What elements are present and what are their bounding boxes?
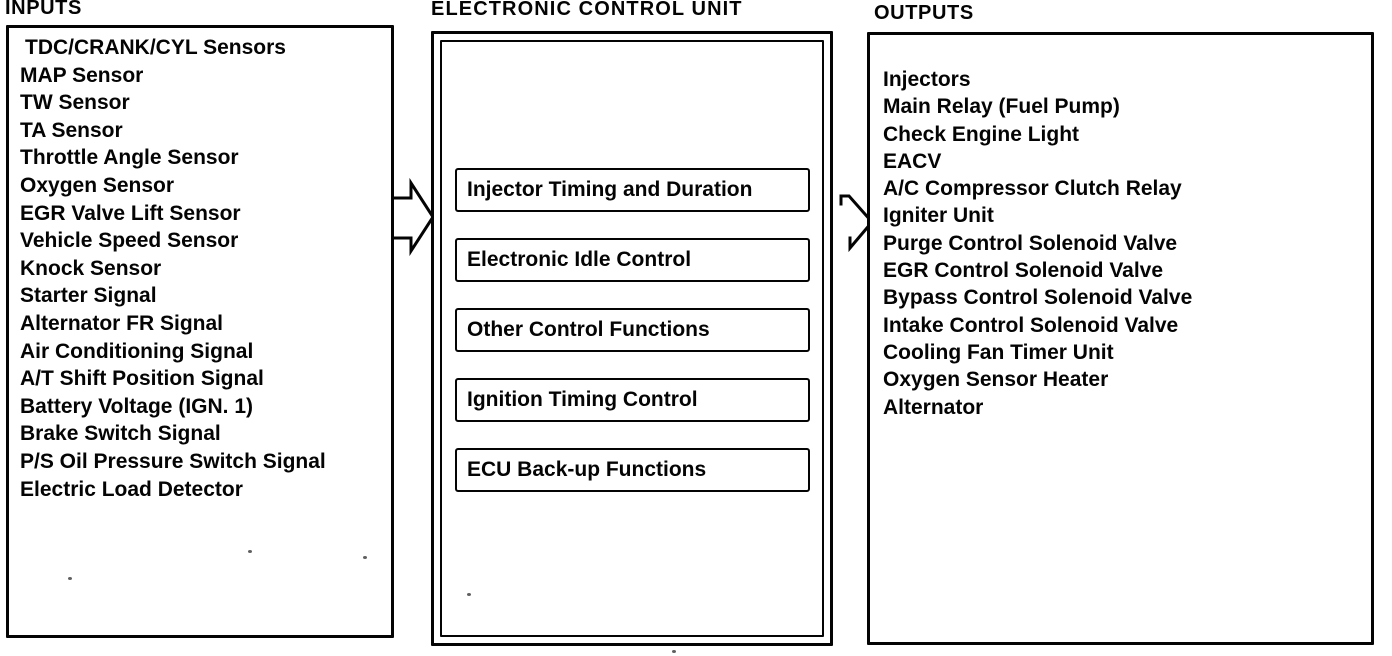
output-item: A/C Compressor Clutch Relay (883, 177, 1182, 201)
output-item: Bypass Control Solenoid Valve (883, 286, 1193, 310)
output-item: EGR Control Solenoid Valve (883, 259, 1164, 283)
input-item: Electric Load Detector (20, 477, 243, 501)
input-item: Oxygen Sensor (20, 173, 175, 197)
output-item: Purge Control Solenoid Valve (883, 231, 1178, 255)
ecu-title: ELECTRONIC CONTROL UNIT (431, 0, 743, 20)
input-item: A/T Shift Position Signal (20, 367, 264, 391)
scan-artifact (467, 593, 471, 596)
output-item: Check Engine Light (883, 122, 1080, 146)
output-item: EACV (883, 149, 942, 173)
output-item: Alternator (883, 395, 984, 419)
ecu-function-box: Injector Timing and Duration (455, 168, 810, 212)
ecu-function-box: ECU Back-up Functions (455, 448, 810, 492)
input-item: Air Conditioning Signal (20, 339, 254, 363)
ecu-function-box: Other Control Functions (455, 308, 810, 352)
scan-artifact (68, 577, 72, 580)
output-item: Main Relay (Fuel Pump) (883, 95, 1120, 119)
output-item: Injectors (883, 68, 971, 91)
output-item: Igniter Unit (883, 204, 994, 228)
ecu-function-box: Ignition Timing Control (455, 378, 810, 422)
ecu-inner-box (440, 40, 824, 637)
input-item: Throttle Angle Sensor (20, 146, 239, 170)
input-item: MAP Sensor (20, 63, 144, 87)
input-item: Alternator FR Signal (20, 311, 224, 335)
input-item: TA Sensor (20, 118, 123, 142)
scan-artifact (248, 550, 252, 553)
output-item: Oxygen Sensor Heater (883, 368, 1109, 392)
ecu-to-outputs-arrow-icon (839, 194, 874, 253)
input-item: Knock Sensor (20, 256, 162, 280)
outputs-title: OUTPUTS (874, 2, 974, 24)
input-item: Vehicle Speed Sensor (20, 229, 239, 253)
ecu-function-box: Electronic Idle Control (455, 238, 810, 282)
input-item: TDC/CRANK/CYL Sensors (25, 36, 286, 59)
scan-artifact (363, 556, 367, 559)
input-item: Brake Switch Signal (20, 422, 221, 446)
inputs-title: INPUTS (5, 0, 82, 19)
output-item: Cooling Fan Timer Unit (883, 340, 1114, 364)
output-item: Intake Control Solenoid Valve (883, 313, 1179, 337)
input-item: TW Sensor (20, 91, 130, 115)
input-item: Battery Voltage (IGN. 1) (20, 394, 253, 418)
scan-artifact (672, 650, 676, 653)
input-item: P/S Oil Pressure Switch Signal (20, 449, 326, 473)
input-item: EGR Valve Lift Sensor (20, 201, 241, 225)
input-item: Starter Signal (20, 284, 157, 308)
